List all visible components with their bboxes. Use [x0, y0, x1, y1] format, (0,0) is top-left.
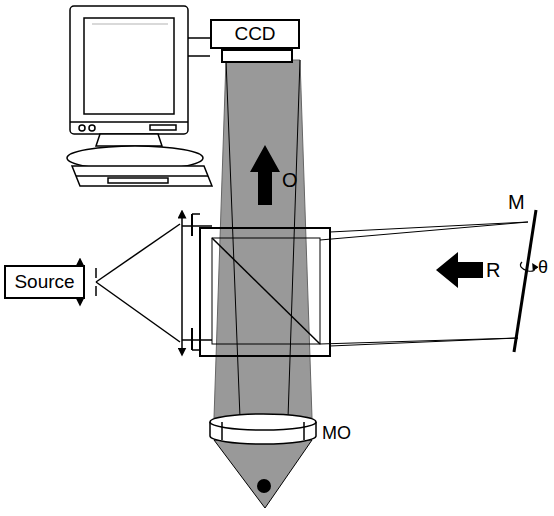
beam-arrow [250, 145, 280, 205]
part-label: O [282, 170, 298, 190]
illumination-optics [80, 214, 212, 352]
node-text: CCD [234, 24, 275, 45]
beam-arrow [436, 252, 483, 288]
part-label: M [508, 192, 525, 212]
part-label: R [486, 260, 500, 280]
reference-beam [320, 222, 528, 346]
beam-splitter [200, 228, 330, 356]
rotation-arrow [520, 262, 534, 271]
microscope-objective [210, 414, 316, 444]
part-label: MO [322, 424, 351, 442]
mirror [514, 210, 536, 352]
camera-box: CCD [210, 19, 300, 49]
sample [257, 479, 271, 493]
node-text: Source [14, 272, 74, 293]
part-label: θ [538, 258, 548, 276]
computer [67, 6, 212, 186]
source-box: Source [4, 265, 85, 299]
ccd-window [222, 50, 292, 62]
